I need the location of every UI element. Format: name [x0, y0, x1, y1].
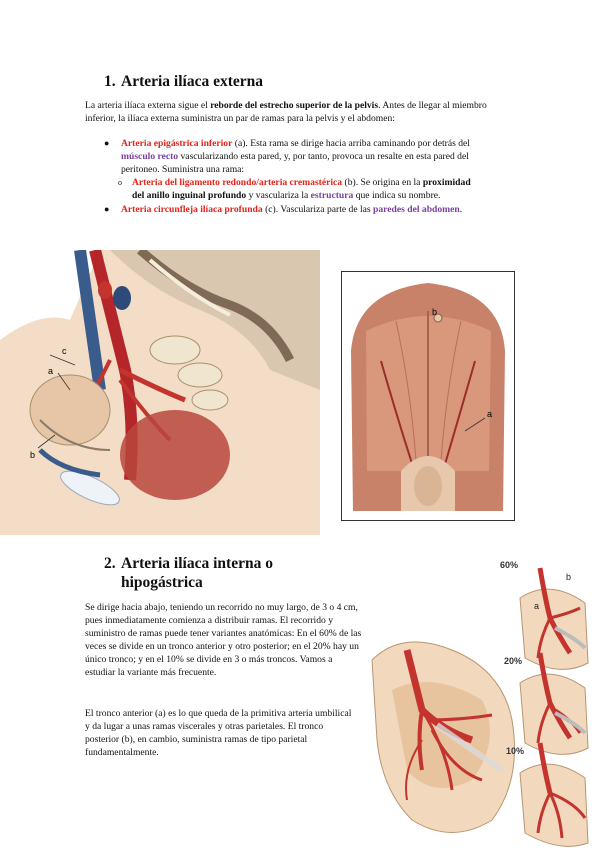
- section1-intro: La arteria ilíaca externa sigue el rebor…: [85, 99, 515, 125]
- fig1-label-c: c: [62, 346, 67, 356]
- section2-title-line1: Arteria ilíaca interna o: [121, 555, 273, 572]
- circle-bullet-icon: o: [118, 178, 122, 187]
- internal-iliac-illustration: [371, 641, 515, 833]
- section2-heading: 2. Arteria ilíaca interna o hipogástrica: [104, 554, 273, 592]
- section2-para2: El tronco anterior (a) es lo que queda d…: [85, 708, 352, 758]
- abdominal-wall-illustration: b a: [341, 271, 515, 521]
- variant-60-label-b: b: [566, 572, 572, 582]
- cremasteric-name: Arteria del ligamento redondo/arteria cr…: [132, 177, 343, 188]
- bullet-icon: ●: [104, 138, 110, 148]
- variant-illustrations: [519, 567, 589, 847]
- intro-text-1: La arteria ilíaca externa sigue el: [85, 100, 211, 111]
- variant-20-pct: 20%: [504, 656, 523, 666]
- section2-title-line2: hipogástrica: [121, 574, 203, 591]
- fig2-label-b: b: [432, 307, 437, 317]
- intro-bold: reborde del estrecho superior de la pelv…: [210, 100, 379, 111]
- section1-title: Arteria ilíaca externa: [121, 73, 264, 90]
- bullet-icon: ●: [104, 204, 110, 214]
- epigastric-name: Arteria epigástrica inferior: [121, 138, 233, 149]
- section1-heading: 1. Arteria ilíaca externa: [104, 72, 263, 91]
- cremasteric-text-2: y vasculariza la: [246, 190, 311, 201]
- section2-para1: Se dirige hacia abajo, teniendo un recor…: [85, 602, 362, 678]
- circumflex-text-1: (c). Vasculariza parte de las: [262, 204, 374, 215]
- list-item-circumflex: ● Arteria circunfleja ilíaca profunda (c…: [104, 203, 478, 216]
- list-item-epigastric: ● Arteria epigástrica inferior (a). Esta…: [104, 137, 478, 202]
- structure-link: estructura: [310, 190, 354, 201]
- fig2-label-a: a: [487, 409, 492, 419]
- intro-text-2: . Antes de llegar al miembro inferior, l…: [85, 100, 487, 124]
- variant-60-illustration: [519, 567, 589, 670]
- epigastric-text-2: vascularizando esta pared, y, por tanto,…: [121, 151, 469, 175]
- abdomen-walls-link: paredes del abdomen: [373, 204, 460, 215]
- cremasteric-bold: proximidad del anillo inguinal profundo: [132, 177, 471, 201]
- variant-60-label-a: a: [534, 601, 540, 611]
- section2-number: 2.: [104, 555, 116, 572]
- pelvis-sagittal-illustration: c a b: [0, 250, 320, 535]
- fig1-label-a: a: [48, 366, 53, 376]
- variants-figure: 60% a b 20% 10%: [500, 558, 592, 848]
- epigastric-text-1: (a). Esta rama se dirige hacia arriba ca…: [232, 138, 470, 149]
- section1-number: 1.: [104, 73, 116, 90]
- list-item-cremasteric: o Arteria del ligamento redondo/arteria …: [118, 176, 472, 202]
- variant-10-illustration: [519, 742, 589, 847]
- circumflex-text-2: .: [459, 204, 463, 215]
- fig1-label-b: b: [30, 450, 35, 460]
- cremasteric-text-3: que indica su nombre.: [353, 190, 441, 201]
- section1-branch-list: ● Arteria epigástrica inferior (a). Esta…: [104, 137, 478, 216]
- variant-60-pct: 60%: [500, 560, 519, 570]
- muscle-link: músculo recto: [121, 151, 179, 162]
- circumflex-name: Arteria circunfleja ilíaca profunda: [121, 204, 263, 215]
- variant-20-illustration: [519, 652, 589, 755]
- variant-10-pct: 10%: [506, 746, 525, 756]
- cremasteric-text-1: (b). Se origina en la: [342, 177, 423, 188]
